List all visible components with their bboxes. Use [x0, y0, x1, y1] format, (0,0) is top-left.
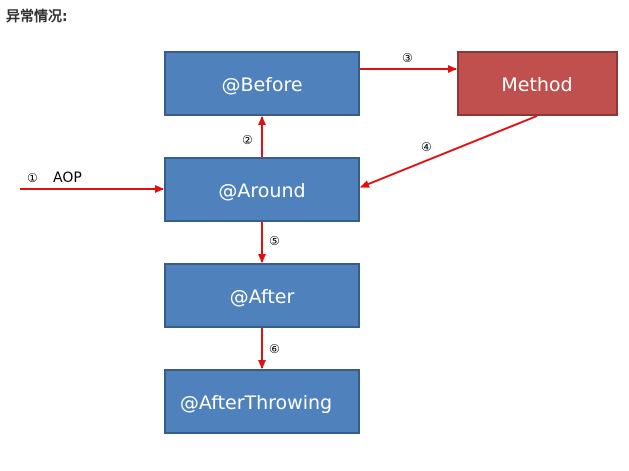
after-box: @After [164, 263, 360, 328]
before-box: @Before [164, 51, 360, 116]
step-6-label: ⑥ [269, 342, 280, 356]
aop-entry-label: AOP [53, 170, 82, 186]
around-box-label: @Around [218, 180, 305, 202]
method-box: Method [457, 51, 618, 116]
around-box: @Around [164, 157, 360, 222]
after-throwing-box: @AfterThrowing [164, 369, 360, 434]
method-to-around-arrow [360, 115, 538, 188]
before-box-label: @Before [221, 74, 302, 96]
method-box-label: Method [501, 74, 572, 96]
step-5-label: ⑤ [269, 234, 280, 248]
step-3-label: ③ [402, 51, 413, 65]
step-1-label: ① [27, 171, 38, 185]
step-4-label: ④ [421, 140, 432, 154]
after-throwing-box-label: @AfterThrowing [180, 392, 332, 414]
after-box-label: @After [230, 286, 295, 308]
step-2-label: ② [242, 133, 253, 147]
page-title: 异常情况: [6, 9, 68, 25]
